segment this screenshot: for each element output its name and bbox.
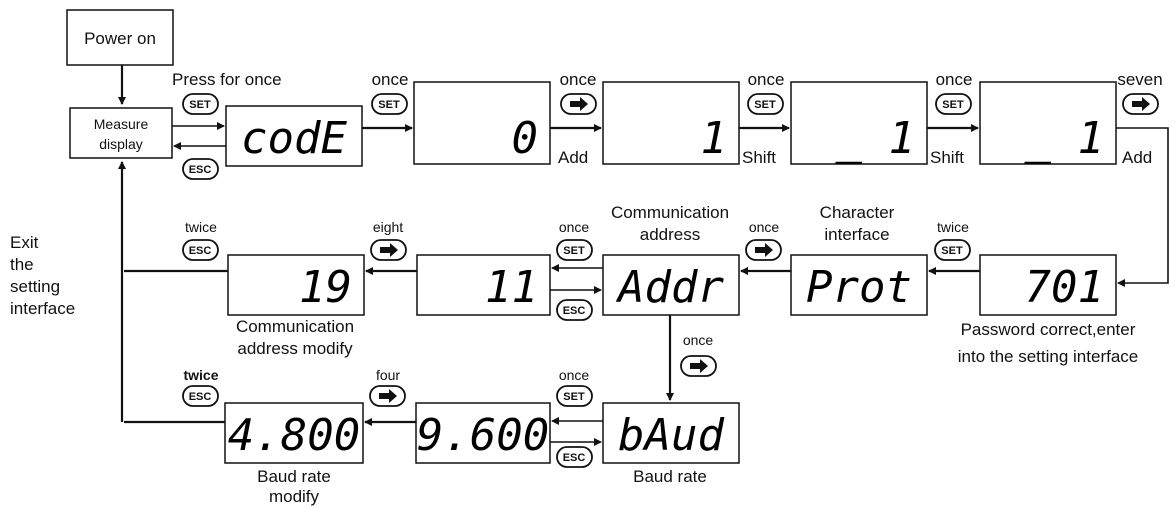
label-eight: eight	[373, 219, 403, 235]
svg-text:ESC: ESC	[563, 305, 586, 317]
label-twice-pw: twice	[937, 219, 969, 235]
display-code	[225, 105, 363, 167]
svg-text:ESC: ESC	[189, 391, 212, 403]
svg-text:SET: SET	[378, 99, 400, 111]
display-prot	[790, 254, 928, 316]
display-baud	[602, 402, 740, 464]
right-arrow-button-icon	[1122, 93, 1159, 115]
set-button-icon: SET	[935, 93, 972, 115]
measure-display-box	[69, 107, 173, 159]
esc-button-icon: ESC	[556, 446, 593, 468]
right-arrow-button-icon	[369, 385, 406, 407]
exit-label-2: the	[10, 255, 34, 274]
right-arrow-button-icon	[680, 355, 717, 377]
svg-text:ESC: ESC	[563, 452, 586, 464]
display-19	[227, 254, 365, 316]
svg-text:SET: SET	[754, 99, 776, 111]
label-four: four	[376, 367, 400, 383]
power-on-box	[66, 9, 174, 66]
svg-text:SET: SET	[563, 391, 585, 403]
svg-text:ESC: ESC	[189, 245, 212, 257]
display-701	[979, 254, 1117, 316]
caption-char-interface-2: interface	[824, 225, 889, 244]
display-one-shifted-text: _ 1	[836, 113, 915, 164]
label-shift-2: Shift	[930, 148, 964, 167]
right-arrow-button-icon	[745, 239, 782, 261]
power-on-label: Power on	[84, 29, 156, 48]
label-add-1: Add	[558, 148, 588, 167]
caption-password-2: into the setting interface	[958, 347, 1139, 366]
label-press-once: Press for once	[172, 70, 282, 89]
measure-display-line1: Measure	[94, 116, 149, 132]
display-zero-text: 0	[512, 113, 539, 164]
display-zero	[413, 81, 551, 165]
set-button-icon: SET	[371, 93, 408, 115]
display-one-shifted-2-text: _ 1	[1025, 113, 1104, 164]
display-one-text: 1	[701, 113, 728, 164]
display-9600	[415, 402, 551, 464]
measure-display-line2: display	[99, 136, 143, 152]
label-twice-top: twice	[185, 219, 217, 235]
label-once-baud: once	[559, 367, 590, 383]
display-4800	[224, 402, 364, 464]
label-once-1: once	[372, 70, 409, 89]
esc-button-icon: ESC	[182, 158, 219, 180]
esc-button-icon: ESC	[182, 239, 219, 261]
display-prot-text: Prot	[806, 262, 912, 313]
label-once-prot: once	[749, 219, 780, 235]
display-one-shifted	[790, 81, 928, 165]
label-shift-1: Shift	[742, 148, 776, 167]
exit-label-4: interface	[10, 299, 75, 318]
display-code-text: codE	[241, 113, 347, 164]
caption-comm-address-1: Communication	[611, 203, 729, 222]
exit-label-1: Exit	[10, 233, 39, 252]
label-once-4: once	[936, 70, 973, 89]
esc-button-icon: ESC	[556, 299, 593, 321]
svg-text:SET: SET	[942, 99, 964, 111]
display-addr-text: Addr	[615, 262, 724, 313]
label-twice-bottom: twice	[183, 367, 218, 383]
display-one-shifted-2	[979, 81, 1117, 165]
label-once-2: once	[560, 70, 597, 89]
display-9600-text: 9.600	[417, 410, 549, 461]
arrow-to-password	[1116, 127, 1169, 287]
svg-text:SET: SET	[189, 99, 211, 111]
caption-baud-modify-1: Baud rate	[257, 467, 331, 486]
set-button-icon: SET	[556, 385, 593, 407]
right-arrow-button-icon	[370, 239, 407, 261]
set-button-icon: SET	[182, 93, 219, 115]
set-button-icon: SET	[556, 239, 593, 261]
label-once-addr: once	[559, 219, 590, 235]
svg-text:SET: SET	[941, 245, 963, 257]
esc-button-icon: ESC	[182, 385, 219, 407]
set-button-icon: SET	[747, 93, 784, 115]
caption-comm-modify-2: address modify	[237, 339, 353, 358]
display-addr	[602, 254, 740, 316]
label-once-down: once	[683, 332, 714, 348]
right-arrow-button-icon	[560, 93, 597, 115]
caption-baud-rate: Baud rate	[633, 467, 707, 486]
display-19-text: 19	[299, 262, 352, 313]
display-baud-text: bAud	[618, 410, 724, 461]
label-once-3: once	[748, 70, 785, 89]
caption-comm-modify-1: Communication	[236, 317, 354, 336]
display-4800-text: 4.800	[228, 410, 360, 461]
exit-label-3: setting	[10, 277, 60, 296]
caption-password-1: Password correct,enter	[961, 320, 1136, 339]
display-one	[602, 81, 740, 165]
display-11	[416, 254, 551, 316]
label-seven: seven	[1117, 70, 1162, 89]
caption-char-interface-1: Character	[820, 203, 895, 222]
label-add-2: Add	[1122, 148, 1152, 167]
display-11-text: 11	[485, 262, 538, 313]
svg-text:SET: SET	[563, 245, 585, 257]
display-701-text: 701	[1025, 262, 1104, 313]
caption-baud-modify-2: modify	[269, 487, 320, 506]
svg-text:ESC: ESC	[189, 164, 212, 176]
caption-comm-address-2: address	[640, 225, 700, 244]
set-button-icon: SET	[934, 239, 971, 261]
